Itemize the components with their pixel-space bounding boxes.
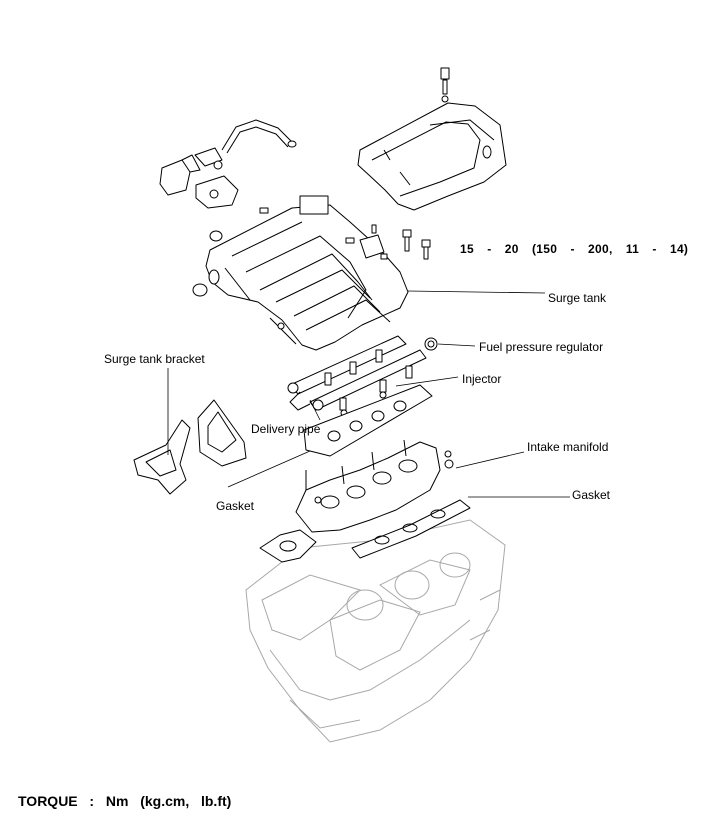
delivery-pipe-label: Delivery pipe <box>251 422 321 436</box>
torque-value-label: 15 - 20 (150 - 200, 11 - 14) <box>460 242 689 256</box>
vacuum-hose-assembly <box>159 119 297 209</box>
intake-manifold-label: Intake manifold <box>527 440 609 454</box>
gasket-left-label: Gasket <box>216 499 255 513</box>
fuel-pressure-regulator <box>424 337 438 351</box>
intake-manifold <box>295 439 454 533</box>
gasket-right-label: Gasket <box>572 488 611 502</box>
fuel-pressure-regulator-label: Fuel pressure regulator <box>479 340 604 354</box>
lower-gasket-left <box>259 529 317 563</box>
leader-lines <box>167 290 570 498</box>
surge-tank-label: Surge tank <box>548 291 607 305</box>
surge-tank-bracket <box>133 399 247 495</box>
engine-block <box>245 519 506 743</box>
lower-gasket-right <box>351 499 471 559</box>
upper-gasket <box>303 384 433 457</box>
torque-unit-legend: TORQUE : Nm (kg.cm, lb.ft) <box>18 793 232 809</box>
surge-tank-bolts <box>402 229 431 260</box>
injector-label: Injector <box>462 372 502 386</box>
surge-tank <box>192 195 409 351</box>
surge-tank-bracket-label: Surge tank bracket <box>104 352 205 366</box>
injectors <box>324 349 413 417</box>
surge-tank-cover <box>357 67 507 211</box>
